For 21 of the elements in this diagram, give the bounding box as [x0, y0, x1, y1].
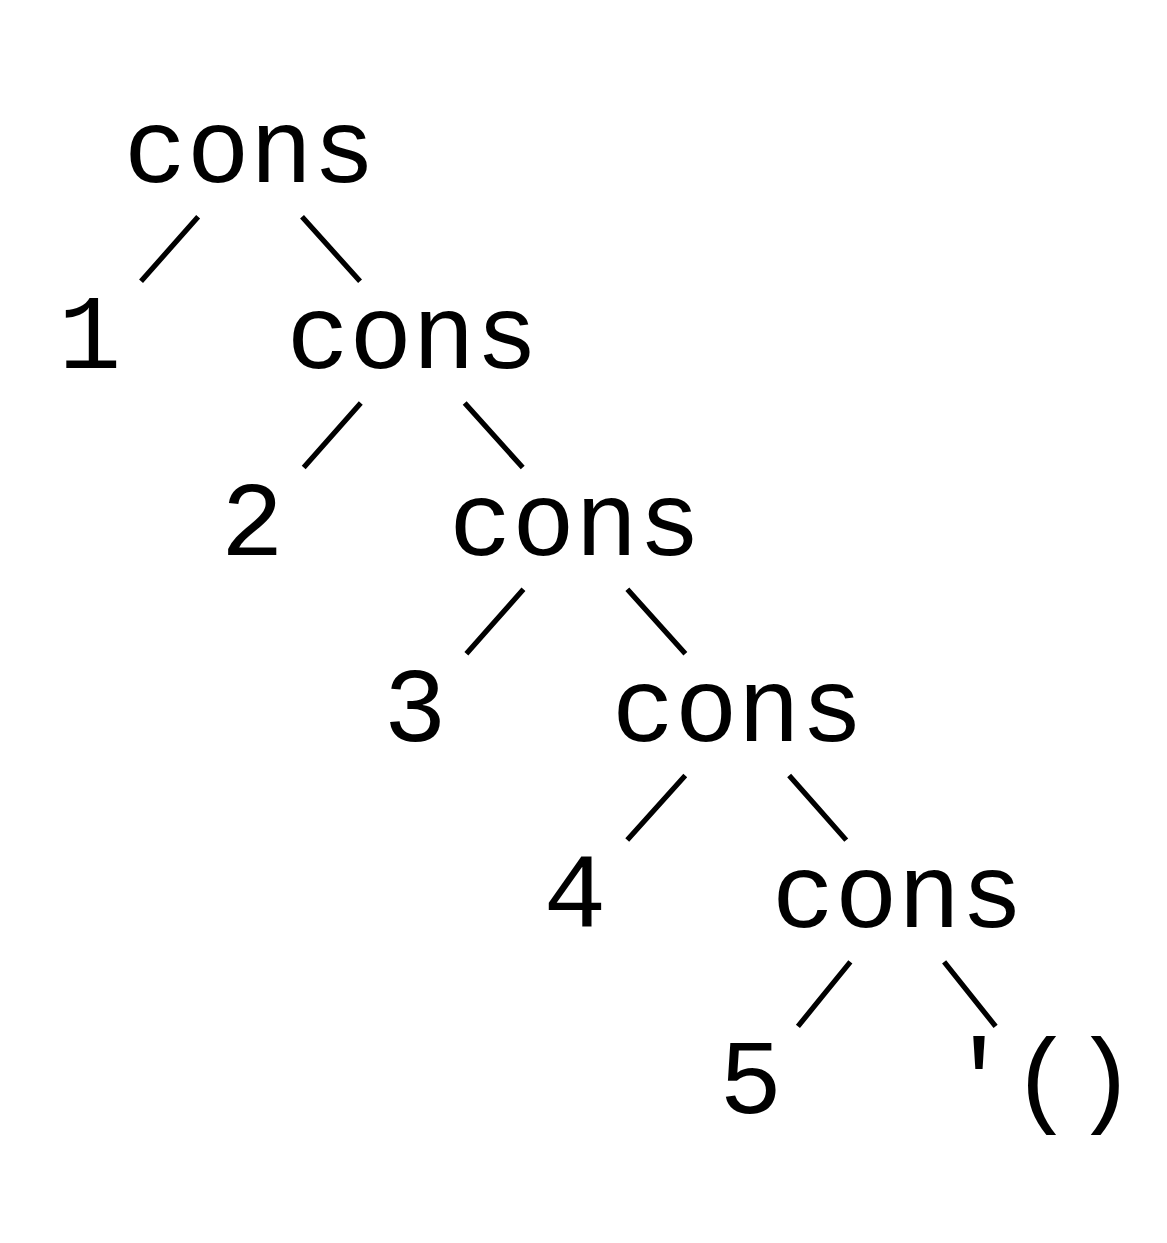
node-text: cons	[123, 95, 376, 215]
node-text: 5	[719, 1026, 783, 1146]
node-text: 1	[58, 281, 122, 401]
connector	[787, 773, 849, 842]
node-text: 4	[543, 840, 607, 960]
node-text: '()	[947, 1026, 1137, 1146]
connector	[942, 960, 998, 1028]
connector	[464, 587, 526, 656]
connector	[625, 587, 688, 656]
node-text: cons	[449, 467, 701, 587]
node-text: 3	[383, 653, 447, 773]
node-text: cons	[771, 840, 1024, 960]
node-text: cons	[611, 653, 864, 773]
node-text: cons	[286, 281, 539, 401]
connector	[462, 401, 525, 470]
connector	[301, 401, 363, 470]
connector	[625, 773, 688, 842]
connector	[300, 214, 362, 284]
connector	[139, 215, 201, 284]
connector	[795, 960, 853, 1029]
node-text: 2	[220, 467, 284, 587]
